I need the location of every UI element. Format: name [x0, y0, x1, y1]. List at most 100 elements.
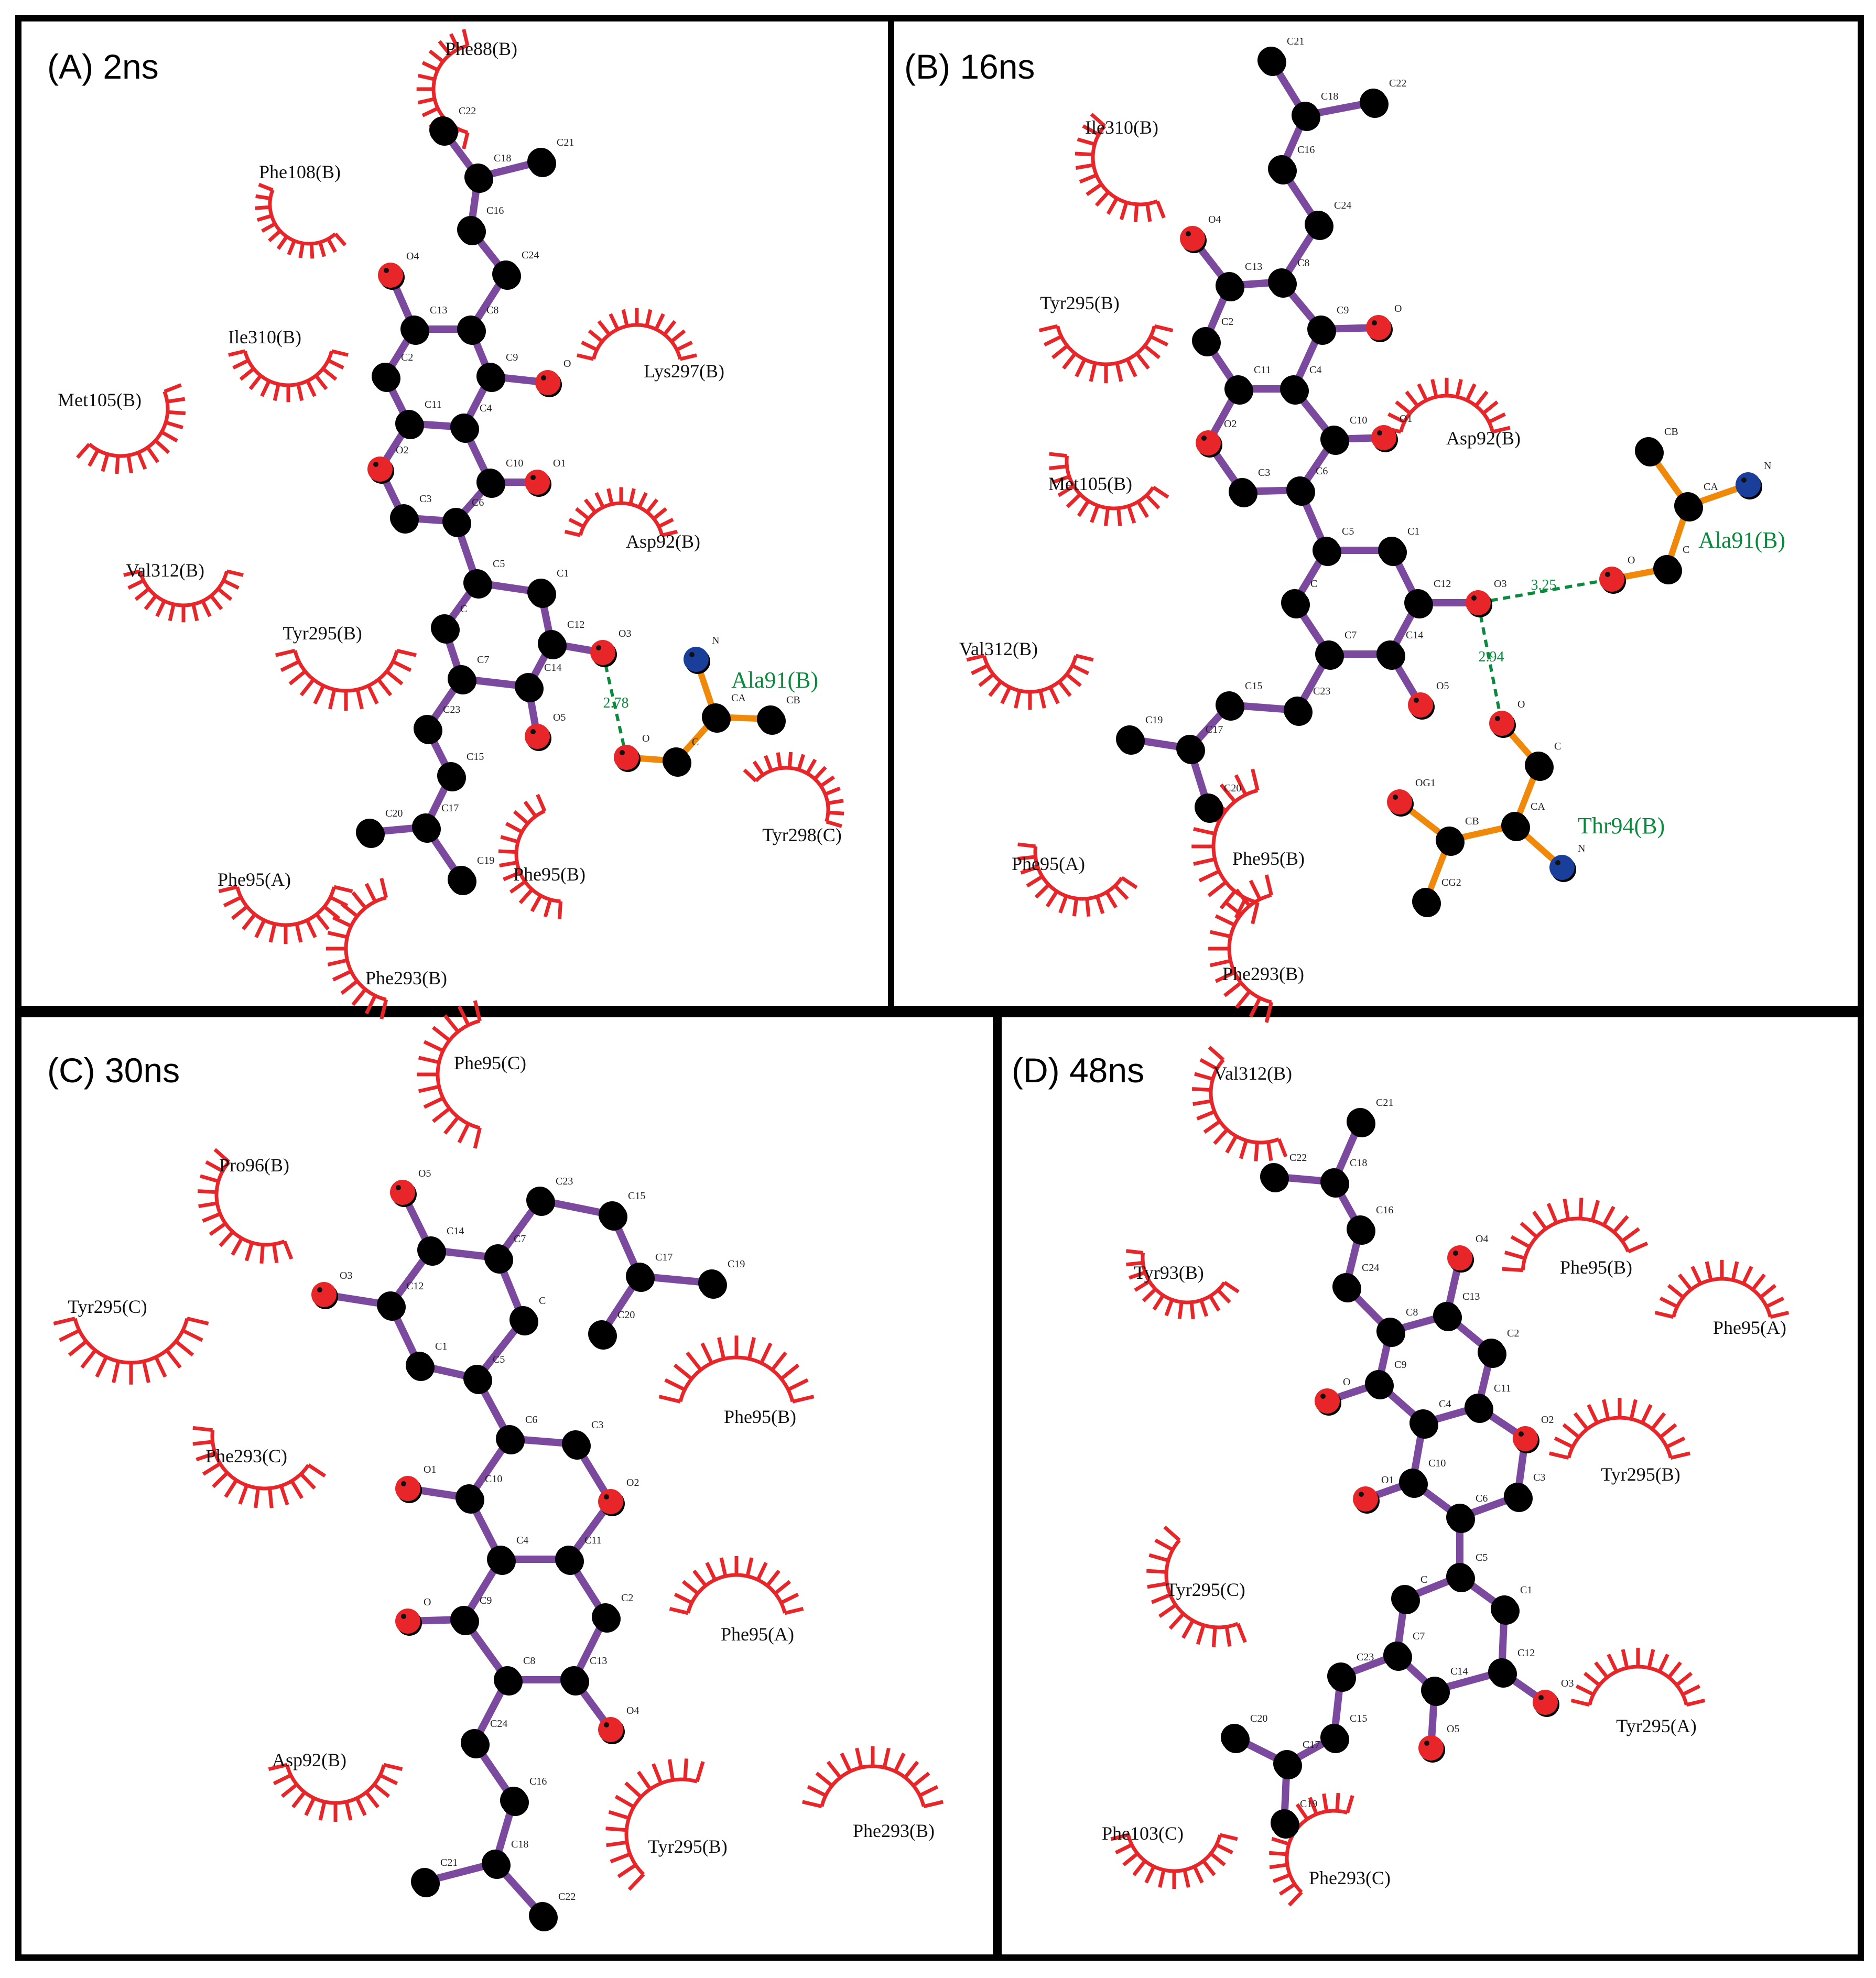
hydrophobic-contact-arc — [564, 487, 678, 537]
atom: C14 — [417, 1225, 464, 1266]
arc-line — [578, 501, 664, 536]
arc-spoke — [331, 349, 349, 357]
atom-highlight — [541, 375, 546, 381]
arc-spoke — [743, 768, 757, 782]
arc-spoke — [223, 895, 242, 908]
arc-spoke — [305, 919, 317, 938]
arc-spoke — [679, 353, 697, 361]
atom-sphere — [1196, 430, 1221, 455]
arc-spoke — [334, 232, 347, 246]
arc-spoke — [797, 754, 806, 770]
atom-label: O2 — [1541, 1414, 1554, 1426]
arc-spoke — [1686, 1698, 1706, 1707]
atom: C17 — [412, 802, 459, 843]
arc-spoke — [1126, 505, 1136, 524]
atom-label: C19 — [1300, 1798, 1317, 1810]
atom: CG2 — [1412, 877, 1461, 917]
hydrophobic-contact-arc — [669, 1556, 804, 1615]
arc-spoke — [1189, 1302, 1195, 1320]
atom-label: O2 — [626, 1477, 639, 1488]
arc-spoke — [1103, 507, 1110, 526]
arc-spoke — [1057, 680, 1072, 697]
atom: C — [1525, 741, 1561, 781]
arc-spoke — [327, 931, 348, 939]
arc-spoke — [160, 430, 178, 443]
atom: C1 — [1491, 1584, 1532, 1625]
atom-sphere — [400, 316, 428, 343]
arc-spoke — [1254, 1142, 1259, 1162]
arc-spoke — [258, 182, 274, 192]
arc-spoke — [1049, 452, 1067, 458]
arc-spoke — [1492, 426, 1511, 434]
arc-spoke — [1647, 1649, 1655, 1669]
atom-sphere — [1320, 1168, 1348, 1196]
arc-line — [1399, 394, 1494, 432]
arc-spoke — [142, 1361, 150, 1383]
arc-spoke — [164, 383, 182, 394]
atom: O4 — [598, 1705, 639, 1744]
atom-label: C5 — [1342, 526, 1354, 537]
arc-spoke — [355, 689, 364, 710]
hbond-distance: 3.25 — [1531, 577, 1557, 593]
arc-spoke — [182, 1329, 203, 1342]
arc-spoke — [676, 340, 693, 352]
residue-label: Val312(B) — [1213, 1063, 1292, 1084]
atom-label: C20 — [617, 1309, 635, 1321]
arc-spoke — [443, 1116, 460, 1135]
arc-spoke — [298, 243, 305, 258]
hydrophobic-contact-arc — [192, 1426, 327, 1508]
atom-sphere — [1284, 697, 1311, 724]
atom: CA — [1501, 801, 1545, 841]
arc-spoke — [1249, 997, 1262, 1018]
arc-spoke — [536, 794, 547, 812]
arc-spoke — [1219, 783, 1237, 803]
atom-label: C — [692, 736, 699, 748]
arc-spoke — [1264, 1002, 1273, 1023]
hydrophobic-contact-arc — [1268, 1792, 1354, 1907]
arc-spoke — [1072, 898, 1079, 917]
arc-spoke — [923, 1800, 944, 1809]
arc-spoke — [1194, 1072, 1213, 1081]
arc-spoke — [658, 1395, 681, 1404]
arc-spoke — [255, 205, 270, 210]
arc-spoke — [1119, 202, 1129, 220]
atom-highlight — [373, 462, 378, 467]
arc-spoke — [776, 752, 782, 769]
arc-spoke — [658, 518, 674, 528]
atom-highlight — [1453, 1251, 1458, 1256]
atom: C18 — [1320, 1157, 1367, 1198]
atom-sphere — [395, 1476, 420, 1501]
atom: C9 — [1307, 305, 1349, 345]
atom-label: C17 — [441, 802, 459, 814]
atom-label: C2 — [1221, 316, 1233, 328]
atom: C3 — [390, 493, 431, 534]
atom-highlight — [689, 652, 695, 657]
arc-spoke — [1640, 1404, 1653, 1424]
atom: C3 — [562, 1419, 603, 1460]
arc-spoke — [1152, 1294, 1165, 1311]
arc-spoke — [1224, 1626, 1232, 1647]
atom-sphere — [1549, 855, 1575, 880]
atom-label: O1 — [1381, 1474, 1394, 1486]
atom: C12 — [1404, 578, 1451, 618]
atom-label: O — [1394, 303, 1402, 314]
arc-spoke — [1145, 494, 1161, 510]
arc-spoke — [966, 654, 985, 662]
hydrophobic-contact-arc — [123, 569, 244, 623]
atom: C20 — [1195, 782, 1241, 823]
arc-spoke — [242, 913, 256, 931]
atom: O5 — [390, 1168, 431, 1207]
arc-spoke — [275, 648, 296, 657]
arc-spoke — [1075, 358, 1087, 377]
arc-spoke — [332, 916, 352, 928]
arc-spoke — [364, 995, 377, 1015]
arc-spoke — [1235, 990, 1251, 1009]
atom-sphere — [1332, 1273, 1360, 1300]
atom-sphere — [598, 1717, 623, 1742]
arc-spoke — [605, 1827, 627, 1832]
atom: C20 — [588, 1309, 635, 1350]
arc-spoke — [1346, 1795, 1354, 1813]
arc-spoke — [1145, 203, 1152, 222]
residue-label: Phe95(A) — [1012, 853, 1085, 874]
hydrophobic-contact-arc — [1502, 1198, 1649, 1273]
